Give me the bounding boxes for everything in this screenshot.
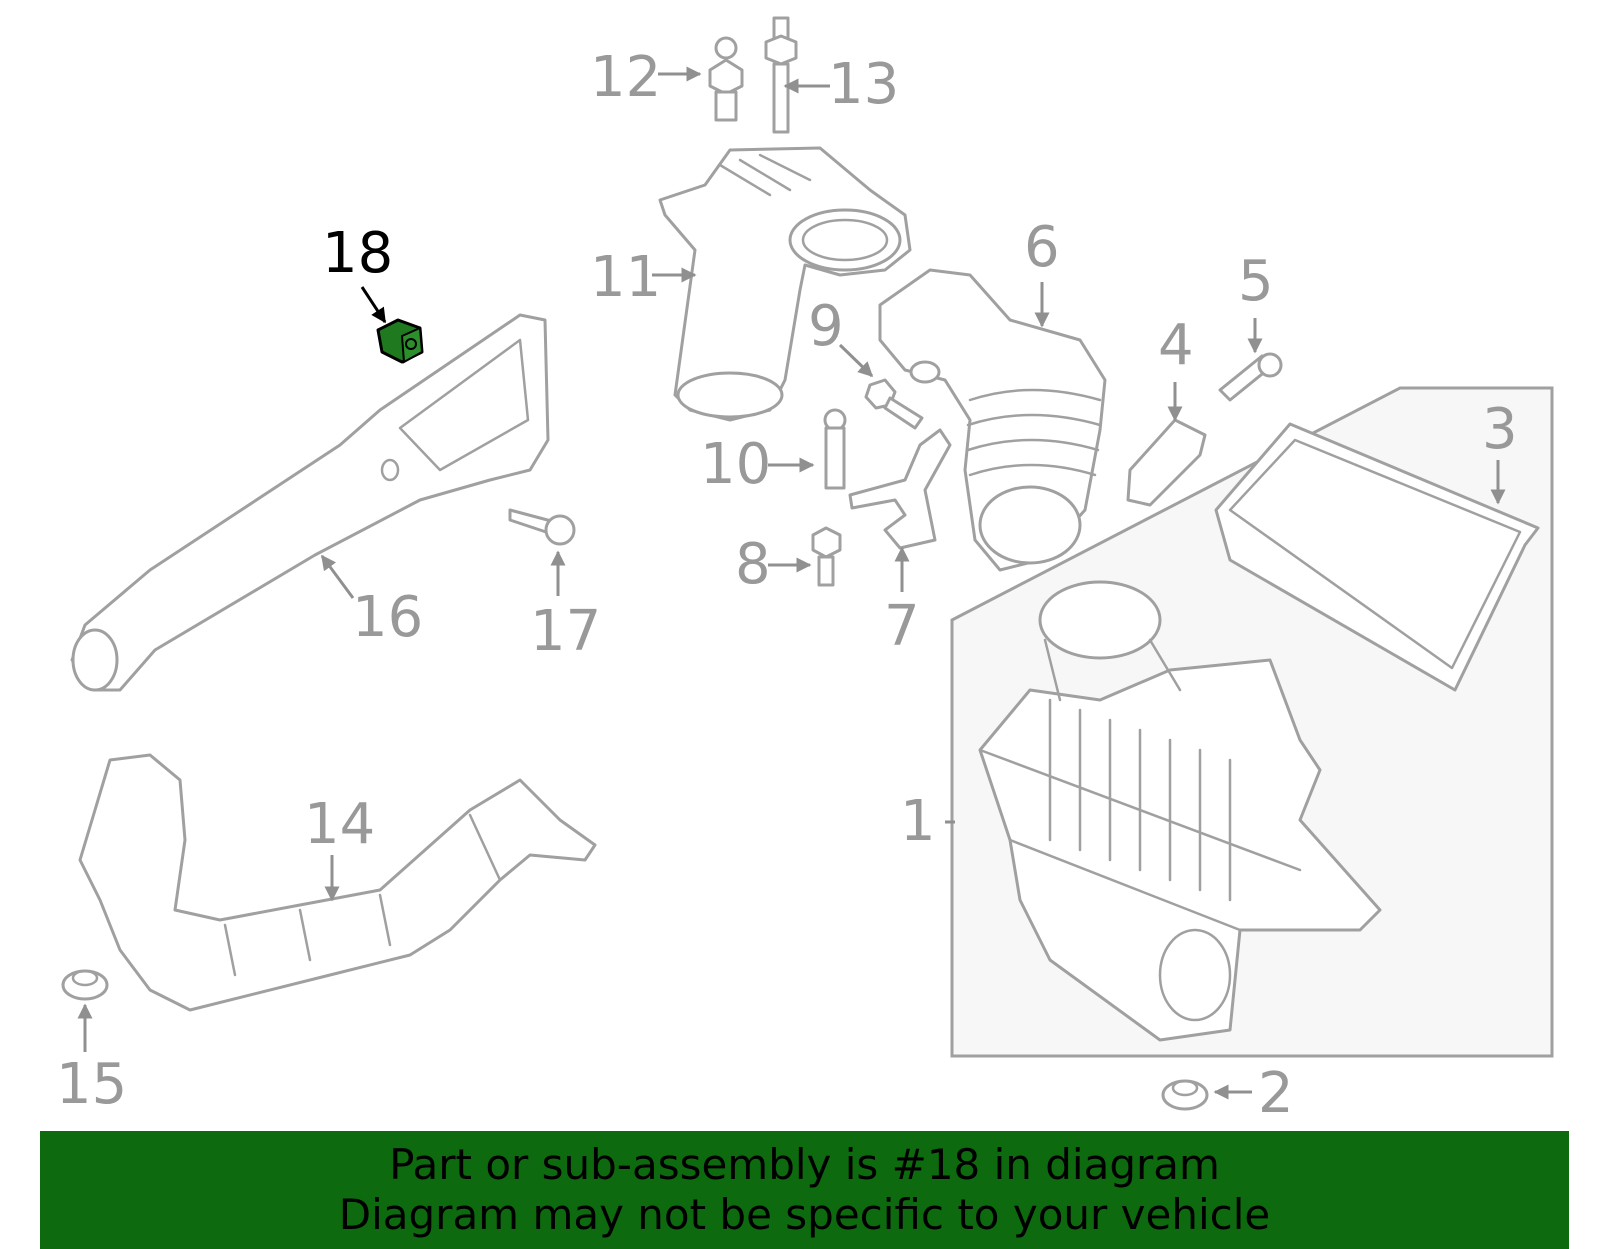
part-13-stud (764, 16, 798, 134)
callout-10: 10 (700, 432, 771, 497)
callout-17: 17 (530, 599, 601, 664)
housing-outlet-neck (1043, 638, 1182, 702)
part-10-stud (823, 408, 847, 490)
callout-5: 5 (1238, 249, 1274, 314)
housing-outlet (1038, 580, 1162, 660)
part-5-bolt-head (1257, 352, 1283, 378)
part-4-sensor (1126, 418, 1207, 507)
callout-16: 16 (352, 585, 423, 650)
part-12-bolt (708, 36, 744, 122)
callout-3: 3 (1482, 397, 1518, 462)
notice-banner: Part or sub-assembly is #18 in diagram D… (40, 1131, 1569, 1249)
callout-4: 4 (1158, 313, 1194, 378)
part-11-resonator (658, 146, 912, 422)
part-16-intake-duct (70, 313, 550, 692)
part-14-duct (78, 753, 597, 1012)
leader-lines (77, 66, 1506, 1100)
callout-2: 2 (1258, 1061, 1294, 1126)
callout-12: 12 (590, 45, 661, 110)
banner-line-disclaimer: Diagram may not be specific to your vehi… (338, 1190, 1271, 1239)
housing-lower-port (1158, 928, 1232, 1022)
filter-element (1214, 422, 1540, 692)
banner-line-part: Part or sub-assembly is #18 in diagram (389, 1140, 1220, 1189)
part-9-bolt (864, 378, 924, 430)
part-2-grommet (1161, 1079, 1209, 1111)
callout-8: 8 (735, 532, 771, 597)
callout-7: 7 (884, 594, 920, 659)
callout-11: 11 (590, 245, 661, 310)
filter-element-inner (1228, 438, 1522, 670)
callout-15: 15 (56, 1052, 127, 1117)
part-7-bracket (848, 428, 952, 550)
callout-18-highlighted: 18 (322, 221, 393, 286)
air-cleaner-box (950, 386, 1554, 1058)
part-17-screw (508, 508, 576, 546)
air-cleaner-housing-detail (978, 698, 1302, 932)
part-18-clip-highlighted (376, 318, 424, 364)
part-6-hose (878, 268, 1107, 572)
callout-9: 9 (808, 294, 844, 359)
part-15-grommet (61, 969, 109, 1001)
callout-6: 6 (1024, 215, 1060, 280)
callout-1: 1 (900, 789, 936, 854)
callout-14: 14 (304, 792, 375, 857)
callout-13: 13 (828, 52, 899, 117)
part-8-bolt (811, 526, 842, 587)
